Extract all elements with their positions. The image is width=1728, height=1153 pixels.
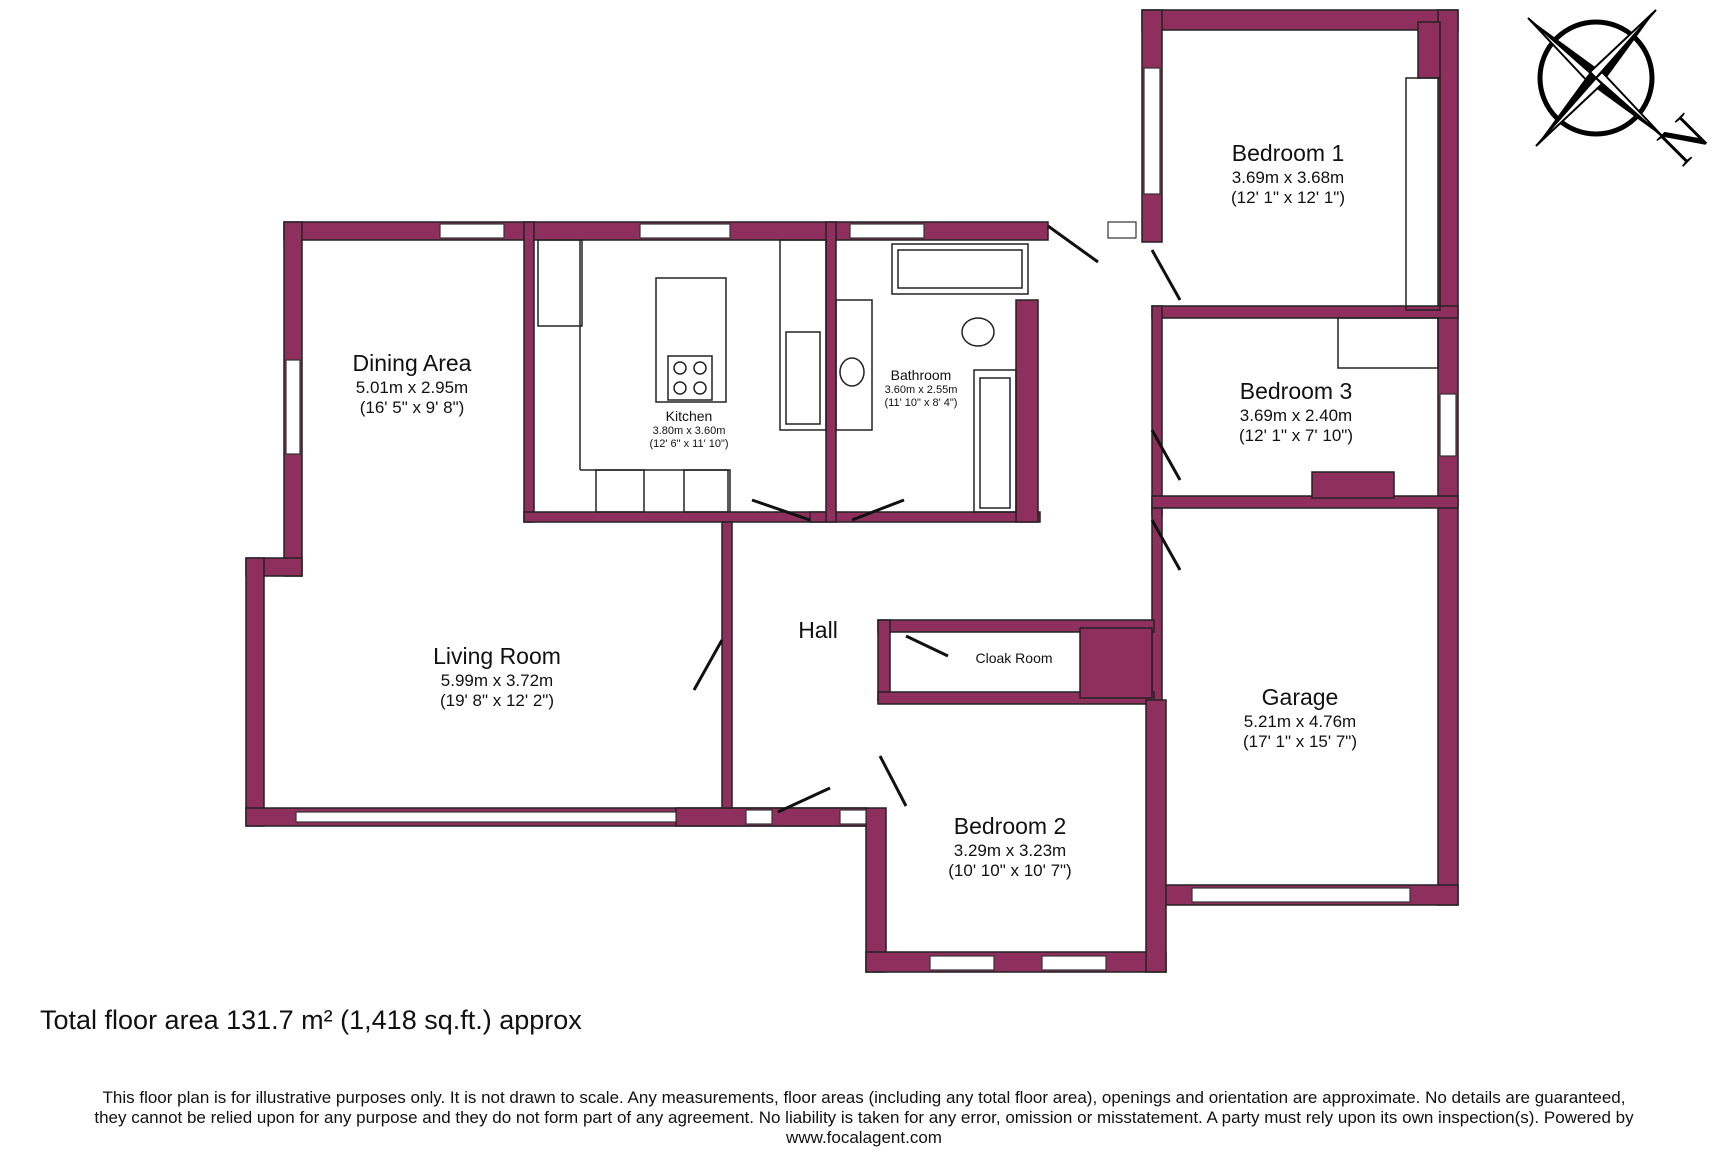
room-cloak: Cloak Room [975,650,1052,667]
room-imperial: (17' 1" x 15' 7") [1242,731,1358,751]
room-name: Garage [1261,684,1339,710]
room-metric: 3.80m x 3.60m [652,424,726,437]
disclaimer-line: they cannot be relied upon for any purpo… [94,1108,1634,1127]
room-hall: Hall [798,617,838,645]
room-kitchen: Kitchen 3.80m x 3.60m (12' 6" x 11' 10") [649,408,728,451]
room-bathroom: Bathroom 3.60m x 2.55m (11' 10" x 8' 4") [885,367,958,410]
north-label: N [1645,102,1721,178]
room-imperial: (12' 1" x 12' 1") [1230,187,1346,207]
room-metric: 3.29m x 3.23m [953,840,1067,860]
compass-rose-icon: N [1527,9,1721,178]
room-name: Bedroom 2 [953,813,1067,839]
room-metric: 3.69m x 2.40m [1239,405,1353,425]
disclaimer-line: This floor plan is for illustrative purp… [102,1088,1626,1107]
room-bedroom-1: Bedroom 1 3.69m x 3.68m (12' 1" x 12' 1"… [1231,140,1345,208]
room-metric: 3.69m x 3.68m [1231,167,1345,187]
room-name: Living Room [433,643,561,669]
room-metric: 5.21m x 4.76m [1243,711,1357,731]
room-name: Bathroom [890,367,952,383]
room-name: Hall [798,617,838,643]
room-imperial: (11' 10" x 8' 4") [884,396,958,409]
room-name: Bedroom 3 [1239,378,1353,404]
room-living: Living Room 5.99m x 3.72m (19' 8" x 12' … [433,643,561,711]
room-imperial: (12' 6" x 11' 10") [649,437,729,450]
disclaimer: This floor plan is for illustrative purp… [0,1088,1728,1148]
room-metric: 5.01m x 2.95m [355,377,469,397]
room-imperial: (19' 8" x 12' 2") [439,690,554,710]
room-imperial: (12' 1" x 7' 10") [1238,425,1354,445]
room-garage: Garage 5.21m x 4.76m (17' 1" x 15' 7") [1243,684,1357,752]
disclaimer-link: www.focalagent.com [786,1128,942,1147]
room-metric: 5.99m x 3.72m [440,670,554,690]
room-bedroom-2: Bedroom 2 3.29m x 3.23m (10' 10" x 10' 7… [948,813,1071,881]
room-name: Dining Area [352,350,472,376]
fixtures [537,77,1441,513]
total-floor-area: Total floor area 131.7 m² (1,418 sq.ft.)… [40,1005,582,1035]
windows [285,67,1457,971]
doors [692,224,1182,814]
room-name: Kitchen [665,408,713,424]
room-imperial: (16' 5" x 9' 8") [359,397,465,417]
room-bedroom-3: Bedroom 3 3.69m x 2.40m (12' 1" x 7' 10"… [1239,378,1353,446]
room-name: Bedroom 1 [1231,140,1345,166]
room-dining: Dining Area 5.01m x 2.95m (16' 5" x 9' 8… [353,350,472,418]
room-name: Cloak Room [975,650,1053,666]
room-imperial: (10' 10" x 10' 7") [948,860,1072,880]
room-metric: 3.60m x 2.55m [884,383,958,396]
